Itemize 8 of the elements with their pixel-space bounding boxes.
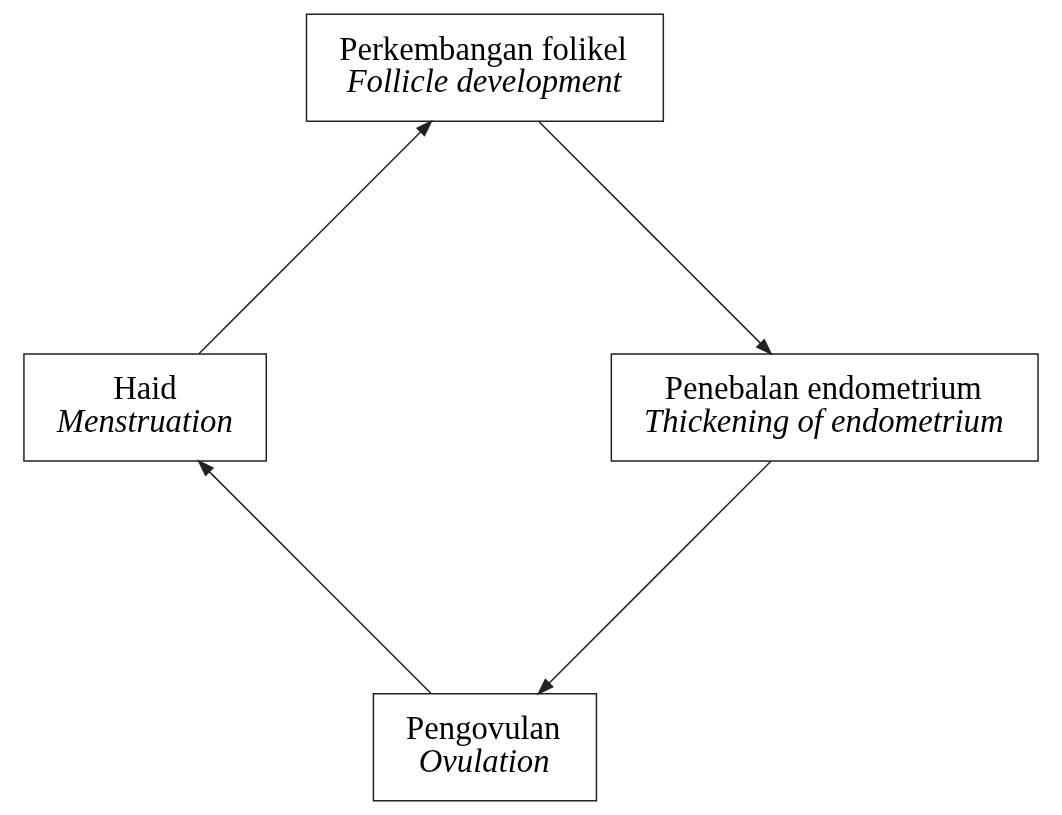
arrow <box>538 120 773 356</box>
arrow <box>536 460 772 696</box>
arrow <box>197 459 432 695</box>
node-box: Pengovulan Ovulation <box>372 693 598 802</box>
node-box: Haid Menstruation <box>23 353 268 462</box>
arrow <box>198 119 433 355</box>
node-box: Penebalan endometrium Thickening of endometrium <box>610 353 1039 462</box>
node-box: Perkembangan folikel Follicle development <box>305 13 665 122</box>
